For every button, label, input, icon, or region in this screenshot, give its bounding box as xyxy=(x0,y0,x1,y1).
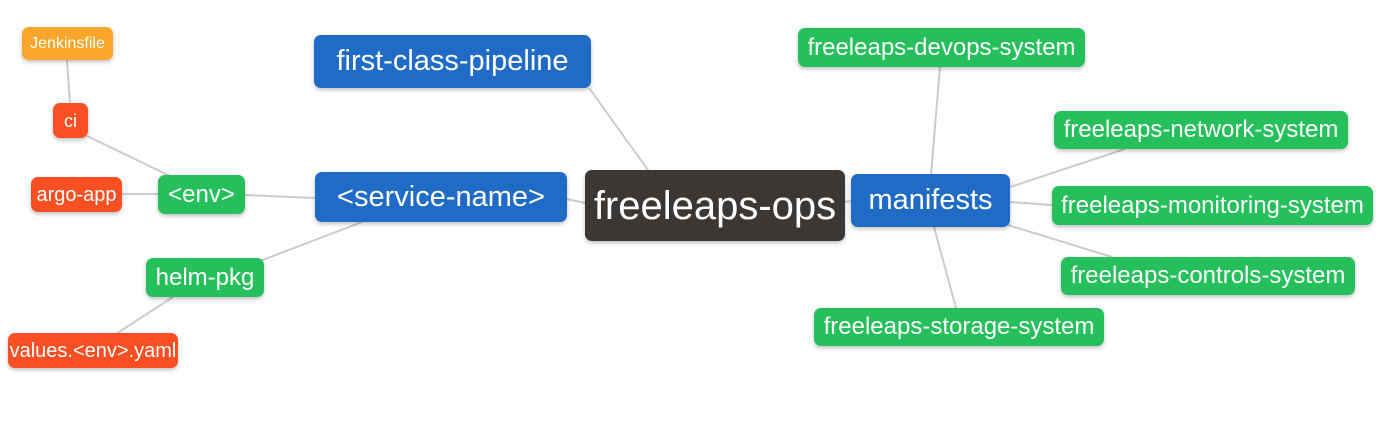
edge-freeleaps-ops-to-manifests xyxy=(844,200,852,203)
node-freeleaps-devops-system[interactable]: freeleaps-devops-system xyxy=(798,28,1085,67)
edge-manifests-to-freeleaps-controls-system xyxy=(1007,224,1113,258)
node-freeleaps-monitoring-system[interactable]: freeleaps-monitoring-system xyxy=(1052,186,1373,225)
edge-manifests-to-freeleaps-storage-system xyxy=(933,226,957,309)
node-freeleaps-storage-system[interactable]: freeleaps-storage-system xyxy=(814,308,1104,346)
edge-ci-to-env xyxy=(86,135,171,177)
node-service-name[interactable]: <service-name> xyxy=(315,172,567,222)
node-manifests[interactable]: manifests xyxy=(851,174,1010,227)
edge-jenkinsfile-to-ci xyxy=(66,59,71,104)
edge-helm-pkg-to-values-env-yaml xyxy=(115,296,174,335)
edge-manifests-to-freeleaps-devops-system xyxy=(930,66,941,175)
edge-env-to-service-name xyxy=(244,194,316,199)
edge-service-name-to-helm-pkg xyxy=(259,221,363,262)
node-helm-pkg[interactable]: helm-pkg xyxy=(146,258,264,297)
node-freeleaps-network-system[interactable]: freeleaps-network-system xyxy=(1054,111,1348,149)
node-env[interactable]: <env> xyxy=(158,175,245,214)
node-ci[interactable]: ci xyxy=(53,103,88,138)
edge-manifests-to-freeleaps-monitoring-system xyxy=(1009,201,1053,206)
node-freeleaps-controls-system[interactable]: freeleaps-controls-system xyxy=(1061,257,1355,295)
node-values-env-yaml[interactable]: values.<env>.yaml xyxy=(8,333,178,368)
edge-service-name-to-freeleaps-ops xyxy=(566,198,586,204)
node-freeleaps-ops-root[interactable]: freeleaps-ops xyxy=(585,170,845,241)
node-jenkinsfile[interactable]: Jenkinsfile xyxy=(22,27,113,60)
edge-first-class-pipeline-to-freeleaps-ops xyxy=(588,87,649,171)
node-argo-app[interactable]: argo-app xyxy=(31,177,122,212)
node-first-class-pipeline[interactable]: first-class-pipeline xyxy=(314,35,591,88)
edge-manifests-to-freeleaps-network-system xyxy=(1009,148,1126,188)
